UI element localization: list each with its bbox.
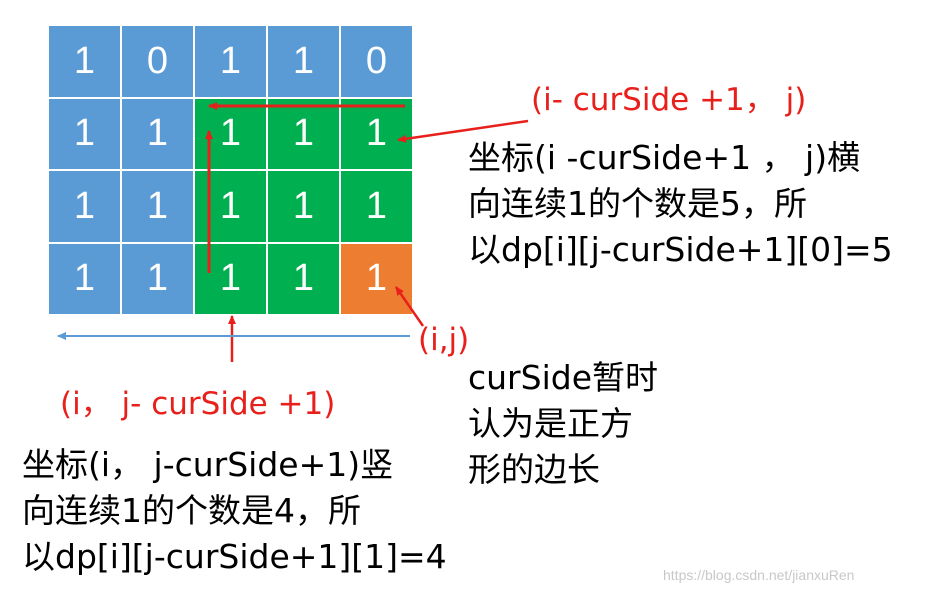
- watermark: https://blog.csdn.net/jianxuRen: [663, 567, 855, 583]
- ij-label-pointer-arrow: [394, 286, 425, 327]
- grid-cell: 1: [121, 97, 194, 170]
- grid-cell: 1: [340, 242, 413, 315]
- grid-cell: 1: [340, 97, 413, 170]
- grid-cell: 1: [267, 97, 340, 170]
- grid-cell: 1: [194, 25, 267, 98]
- grid-cell: 1: [48, 25, 121, 98]
- grid-cell: 0: [121, 25, 194, 98]
- grid-cell: 1: [48, 97, 121, 170]
- horizontal-count-note: 坐标(i -curSide+1 ， j)横 向连续1的个数是5，所 以dp[i]…: [468, 138, 893, 269]
- grid-cell: 1: [48, 242, 121, 315]
- grid-cell: 1: [194, 97, 267, 170]
- grid-cell: 1: [267, 170, 340, 243]
- grid-cell: 1: [194, 170, 267, 243]
- bottom-coordinate-label: (i， j- curSide +1): [60, 386, 336, 422]
- grid-cell: 1: [267, 25, 340, 98]
- grid-cell: 0: [340, 25, 413, 98]
- grid-cell: 1: [121, 242, 194, 315]
- grid-cell: 1: [121, 170, 194, 243]
- grid-cell: 1: [340, 170, 413, 243]
- top-label-pointer-arrow: [397, 119, 529, 143]
- grid-cell: 1: [48, 170, 121, 243]
- top-coordinate-label: (i- curSide +1， j): [531, 82, 807, 118]
- grid-cell: 1: [194, 242, 267, 315]
- cell-ij-label: (i,j): [418, 322, 470, 358]
- vertical-count-note: 坐标(i， j-curSide+1)竖 向连续1的个数是4，所 以dp[i][j…: [22, 445, 447, 576]
- grid-cell: 1: [267, 242, 340, 315]
- curside-definition-note: curSide暂时 认为是正方 形的边长: [468, 358, 658, 489]
